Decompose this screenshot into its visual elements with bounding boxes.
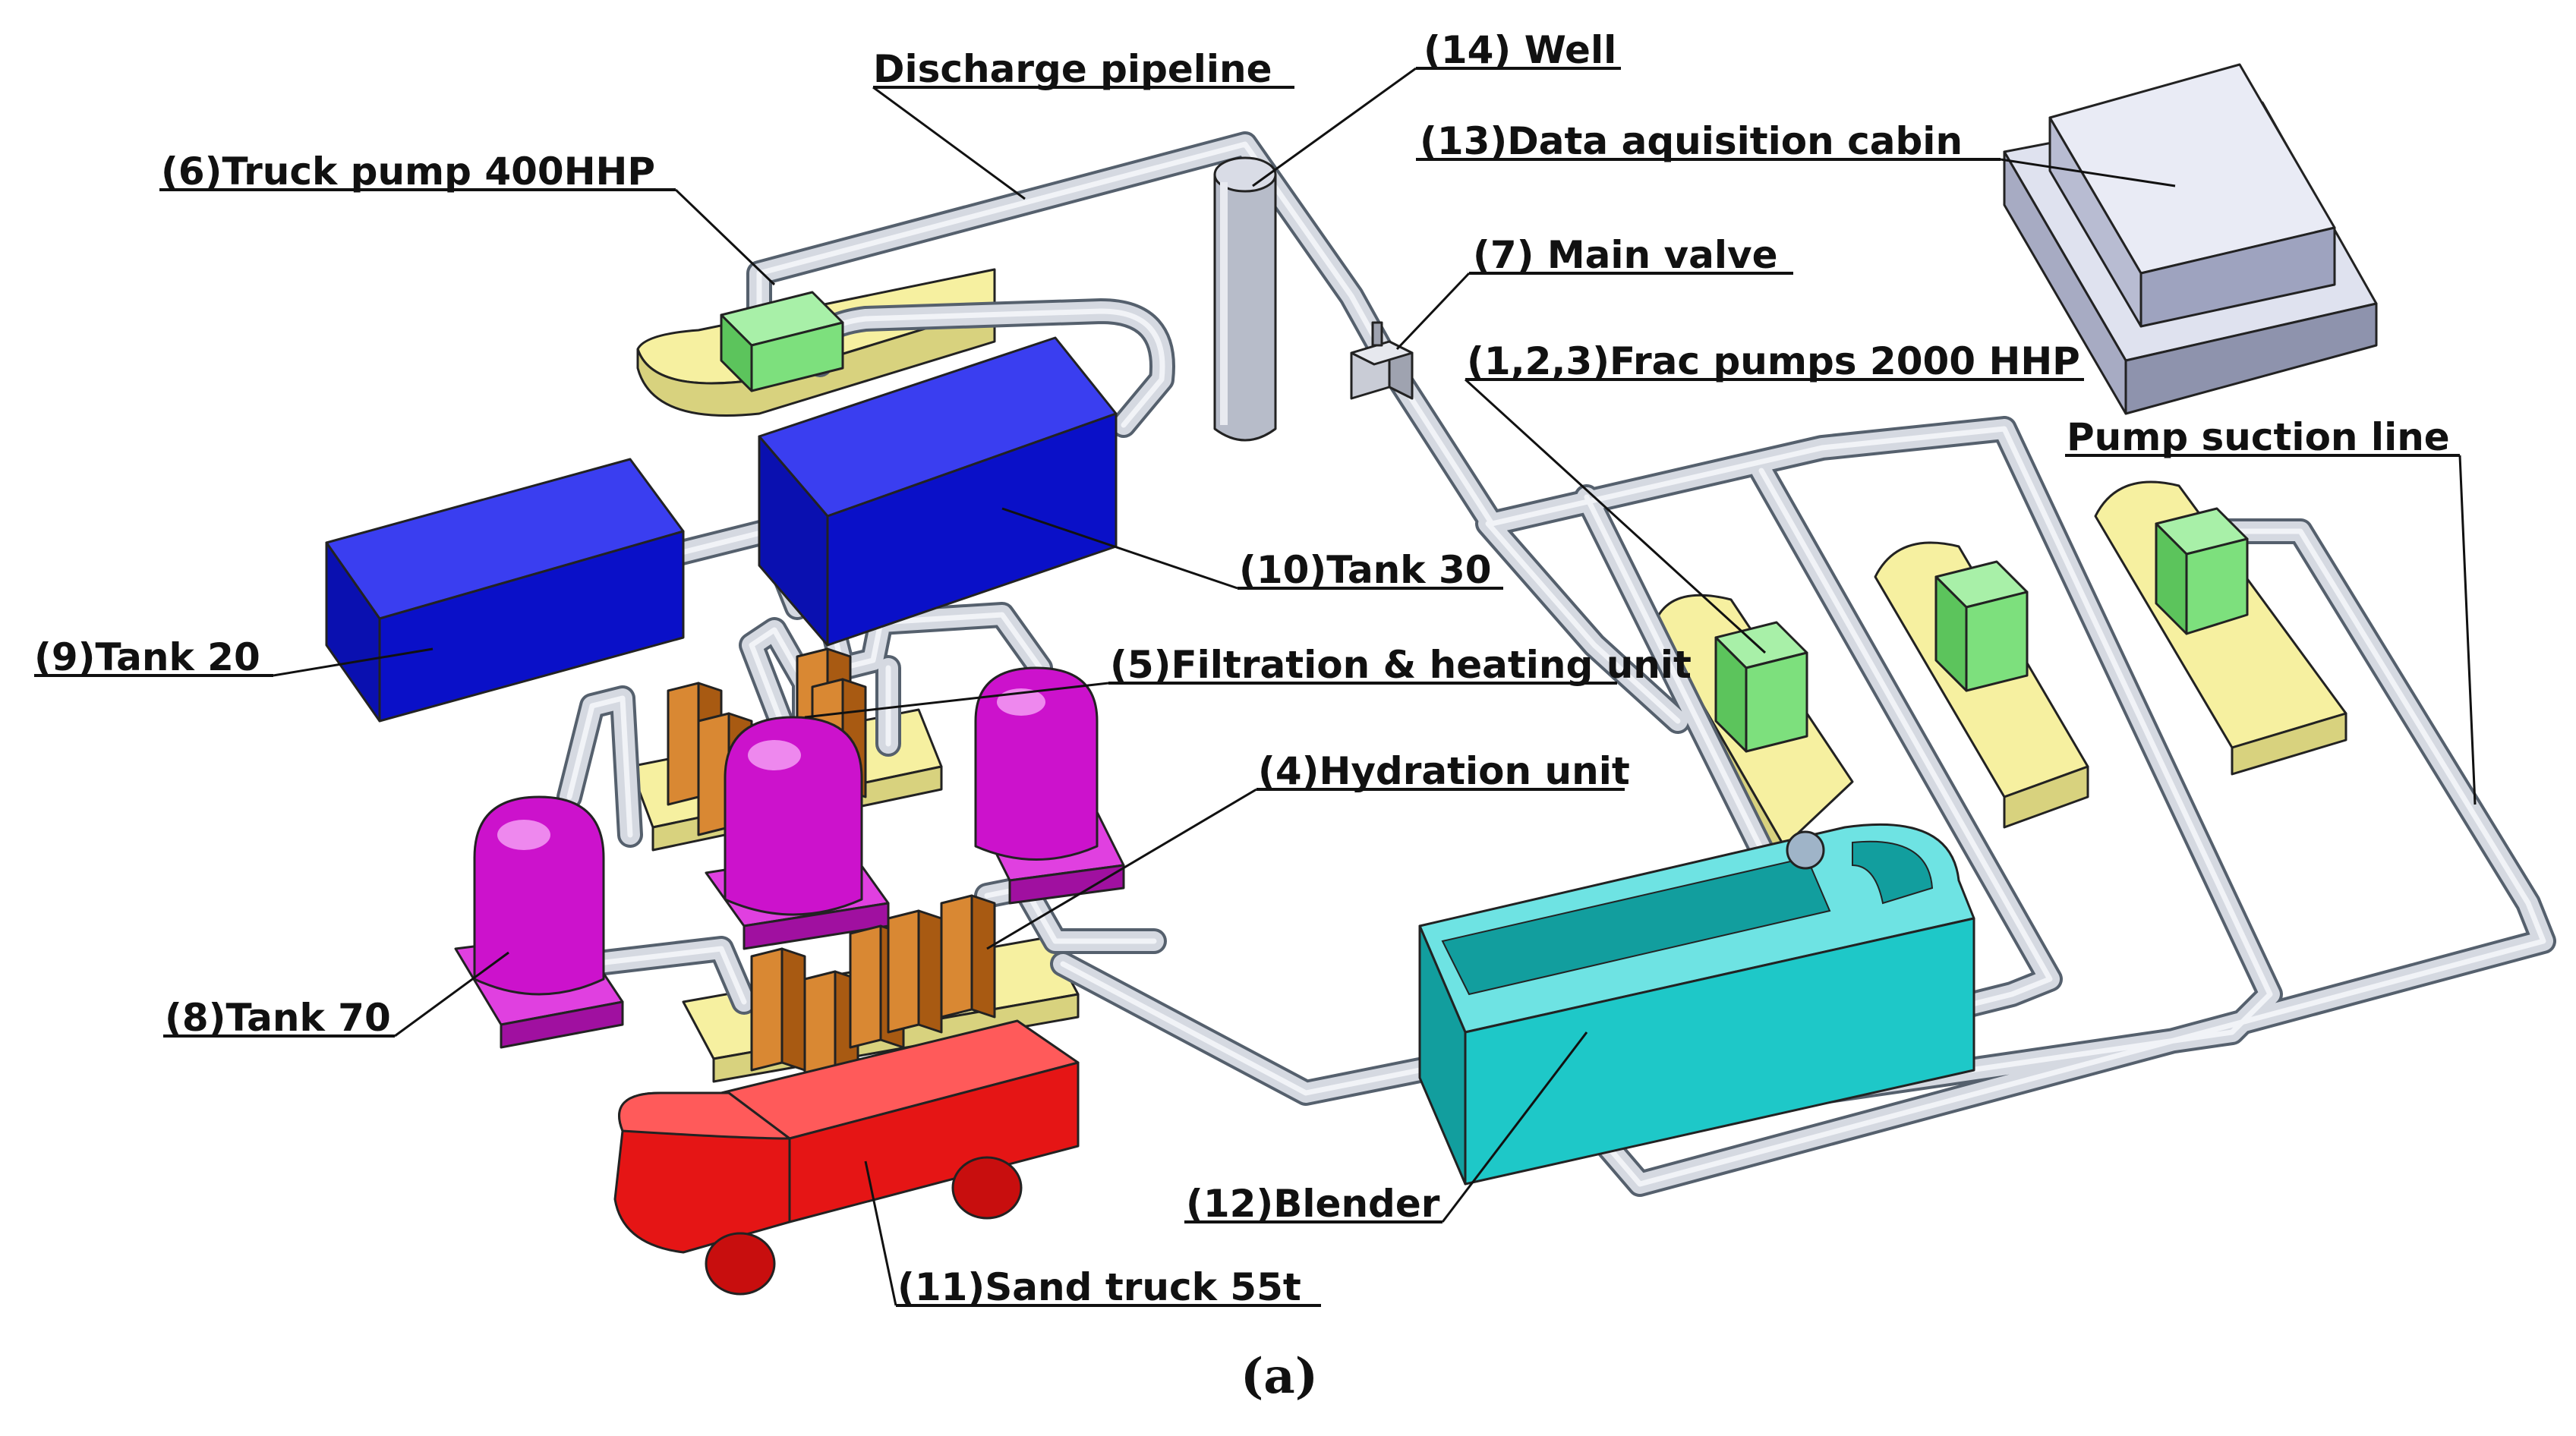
- hydration-unit-4: [887, 909, 943, 1034]
- label-truck-pump: (6)Truck pump 400HHP: [161, 150, 655, 194]
- frac-pump-2: [1934, 560, 2029, 692]
- label-data-cabin: (13)Data aquisition cabin: [1420, 119, 1963, 163]
- leader-lines: [34, 67, 2477, 1307]
- blender: [1418, 823, 1975, 1186]
- label-sand-truck: (11)Sand truck 55t: [897, 1265, 1301, 1309]
- tank-70-vessel-2: [724, 716, 863, 916]
- label-well: (14) Well: [1424, 28, 1616, 72]
- sand-truck: [613, 1019, 1080, 1296]
- tank-70-vessel-1: [473, 795, 605, 996]
- label-filtration: (5)Filtration & heating unit: [1110, 643, 1692, 687]
- label-tank-70: (8)Tank 70: [165, 996, 391, 1040]
- tank-20: [325, 458, 685, 723]
- hydration-unit-1: [750, 947, 806, 1072]
- label-tank-30: (10)Tank 30: [1239, 548, 1492, 592]
- data-acquisition-cabin: [2003, 63, 2378, 415]
- label-tank-20: (9)Tank 20: [34, 635, 260, 679]
- main-valve: [1350, 321, 1414, 400]
- hydration-units: [750, 894, 996, 1094]
- labels: Discharge pipeline (14) Well (13)Data aq…: [34, 28, 2450, 1405]
- label-hydration: (4)Hydration unit: [1258, 749, 1630, 793]
- figure-caption: (a): [1241, 1348, 1318, 1405]
- label-main-valve: (7) Main valve: [1473, 233, 1778, 277]
- truck-pump: [720, 291, 844, 392]
- tank-70-vessel-3: [974, 666, 1099, 861]
- frac-pump-1: [1714, 621, 1808, 753]
- label-blender: (12)Blender: [1186, 1182, 1440, 1226]
- hydration-unit-5: [940, 894, 996, 1019]
- label-frac-pumps: (1,2,3)Frac pumps 2000 HHP: [1467, 339, 2080, 383]
- label-pump-suction: Pump suction line: [2067, 415, 2450, 459]
- label-discharge-pipeline: Discharge pipeline: [873, 47, 1272, 91]
- frac-pump-3: [2155, 507, 2249, 635]
- well: [1213, 156, 1277, 442]
